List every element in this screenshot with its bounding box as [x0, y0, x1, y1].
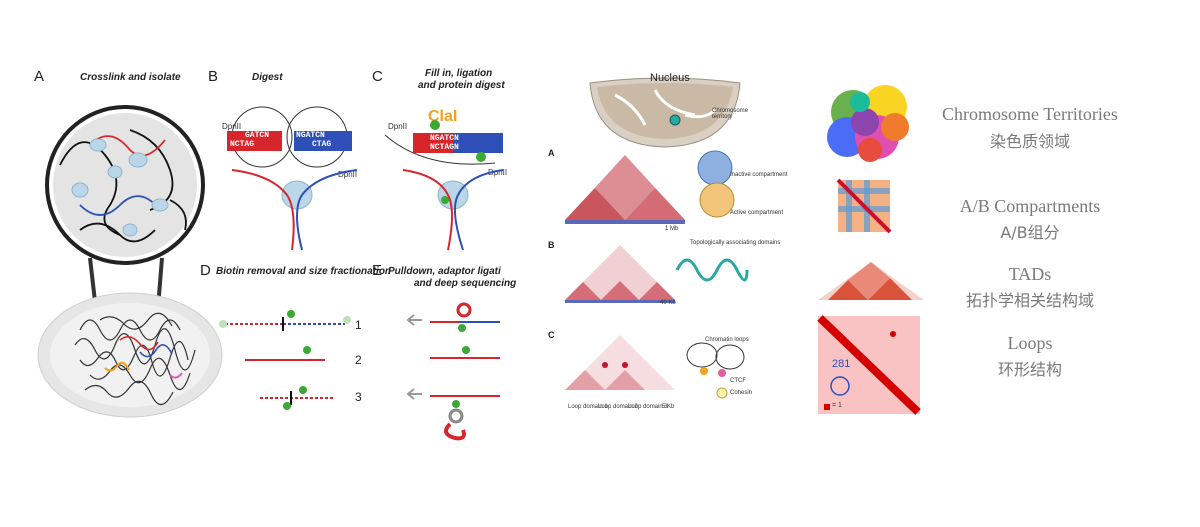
tads-image — [818, 262, 924, 300]
panel-b-letter: B — [208, 68, 219, 85]
sub-a-compartments — [697, 150, 735, 218]
label-tads-en: TADs — [1008, 264, 1052, 284]
nucleus-label: Nucleus — [650, 72, 690, 84]
sub-b-heatmap — [565, 245, 675, 303]
label-territories-zh: 染色质领域 — [989, 132, 1070, 151]
panel-d-row-1: 1 — [355, 318, 362, 332]
sub-c-loops — [686, 342, 745, 399]
panel-e-letter: E — [372, 262, 383, 279]
label-loops-en: Loops — [1007, 333, 1053, 353]
panel-b-illustration — [227, 106, 358, 251]
panel-d-row-2: 2 — [355, 353, 362, 367]
sub-b-letter: B — [548, 240, 555, 250]
label-tads-zh: 拓扑学相关结构域 — [965, 291, 1094, 310]
sub-c-loop-1: Loop domain 1 — [568, 404, 608, 410]
panel-e-illustration — [406, 302, 500, 441]
panel-b-seq-red-top: GATCN — [245, 131, 270, 140]
panel-b-seq-red-bot: NCTAG — [230, 140, 255, 149]
panel-d-illustration — [219, 310, 351, 410]
loop-annotation: 281 — [832, 358, 851, 370]
ab-compartments-image — [836, 178, 892, 234]
panel-b-enzyme-right: DpnII — [338, 170, 358, 179]
panel-a-illustration — [37, 105, 223, 418]
panel-b-seq-blue-top: NGATCN — [296, 131, 325, 140]
sub-a-label-active: Active compartment — [730, 210, 784, 216]
sub-a-heatmap — [565, 155, 685, 224]
sub-b-label: Topologically associating domains — [690, 240, 781, 246]
sub-b-tads — [675, 258, 749, 282]
panel-c-seq-top: NGATCN — [430, 134, 459, 143]
panel-d-title: Biotin removal and size fractionation — [216, 266, 392, 277]
sub-a-scale: 1 Mb — [665, 226, 679, 232]
panel-c-enzyme-left: DpnII — [388, 122, 408, 131]
panel-c-title-2: and protein digest — [418, 80, 505, 91]
sub-c-label: Chromatin loops — [705, 337, 749, 343]
panel-c-letter: C — [372, 68, 383, 85]
panel-c-illustration — [384, 120, 504, 251]
label-compartments-zh: A/B组分 — [1000, 223, 1060, 242]
label-loops-zh: 环形结构 — [997, 360, 1062, 379]
sub-a-letter: A — [548, 148, 555, 158]
sub-c-legend-ctcf: CTCF — [730, 378, 746, 384]
panel-c-enzyme-right: DpnII — [488, 168, 508, 177]
panel-b-seq-blue-bot: CTAG — [312, 140, 332, 149]
panel-e-title-2: and deep sequencing — [414, 278, 517, 289]
panel-a-letter: A — [34, 68, 45, 85]
chromosome-territories-image — [827, 85, 909, 162]
loops-image — [817, 315, 921, 415]
loop-legend: = 1 — [832, 402, 842, 409]
panel-b-title: Digest — [252, 72, 283, 83]
sub-c-loop-2: Loop domain 2 — [598, 404, 638, 410]
territory-label: Chromosome territory — [712, 108, 749, 120]
nucleus-illustration — [589, 77, 741, 148]
panel-e-title-1: Pulldown, adaptor ligati — [388, 266, 501, 277]
sub-c-scale: 5 Kb — [662, 404, 675, 410]
sub-a-label-inactive: Inactive compartment — [730, 172, 788, 178]
panel-b-enzyme-left: DpnII — [222, 122, 242, 131]
panel-c-seq-bot: NCTAGN — [430, 143, 459, 152]
panel-d-letter: D — [200, 262, 211, 279]
label-compartments-en: A/B Compartments — [959, 196, 1101, 216]
panel-c-title-1: Fill in, ligation — [425, 68, 493, 79]
panel-a-title: Crosslink and isolate — [80, 72, 181, 83]
panel-d-row-3: 3 — [355, 390, 362, 404]
sub-c-letter: C — [548, 330, 555, 340]
label-territories-en: Chromosome Territories — [942, 104, 1118, 124]
sub-c-legend-cohesin: Cohesin — [730, 390, 753, 396]
sub-c-loop-3: Loop domain 3 — [628, 404, 668, 410]
sub-b-scale: 40 Kb — [660, 300, 676, 306]
sub-c-heatmap — [565, 335, 675, 390]
